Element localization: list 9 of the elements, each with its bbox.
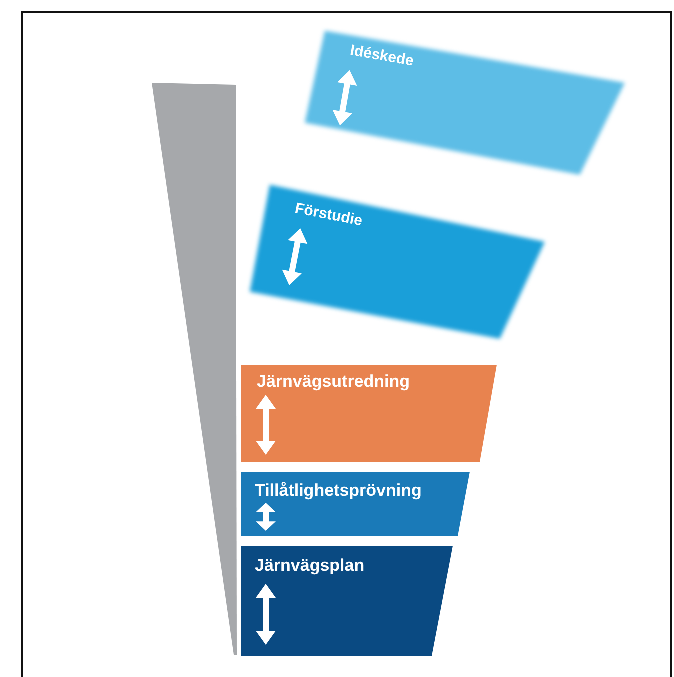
stage-label: Förstudie — [294, 200, 364, 230]
stage-block — [241, 365, 498, 462]
stage-label: Idéskede — [349, 42, 416, 70]
tapering-bar — [152, 83, 238, 656]
stage-label: Järnvägsplan — [255, 556, 365, 576]
stage-block — [241, 472, 471, 536]
stage-label: Tillåtlighetsprövning — [255, 481, 422, 501]
stage-block — [241, 546, 453, 656]
stage-label: Järnvägsutredning — [257, 372, 410, 392]
